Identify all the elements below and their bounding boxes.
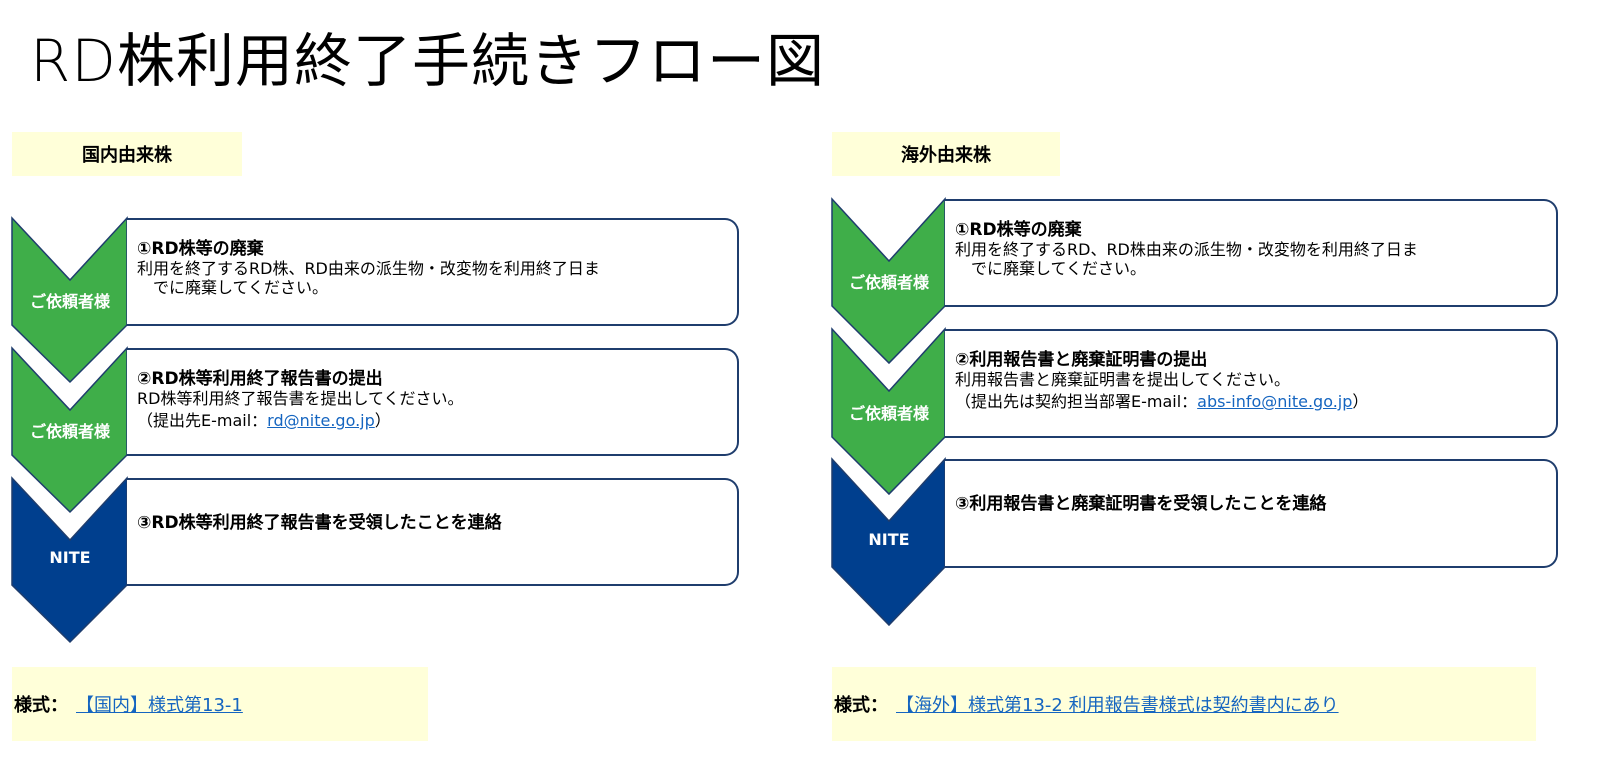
step-text: 利用を終了するRD、RD株由来の派生物・改変物を利用終了日ま — [955, 240, 1418, 259]
domestic-form: 様式： 【国内】様式第13-1 — [12, 667, 428, 741]
step-text: （提出先E-mail： — [137, 411, 268, 430]
actor-label: NITE — [868, 530, 910, 549]
step-text: ） — [374, 411, 391, 430]
form-label: 様式： — [834, 695, 888, 716]
step-text: RD株等利用終了報告書を提出してください。 — [137, 389, 464, 408]
page-title: RD株利用終了手続きフロー図 — [30, 27, 825, 95]
actor-label: ご依頼者様 — [848, 273, 929, 292]
step-box: ②利用報告書と廃棄証明書の提出 利用報告書と廃棄証明書を提出してください。 （提… — [945, 329, 1558, 438]
email-link[interactable]: abs-info@nite.go.jp — [1197, 392, 1353, 411]
form-label: 様式： — [14, 695, 68, 716]
domestic-header: 国内由来株 — [12, 132, 242, 176]
step-heading: ①RD株等の廃棄 — [955, 220, 1082, 240]
step-box: ③RD株等利用終了報告書を受領したことを連絡 — [127, 478, 739, 586]
step-box: ②RD株等利用終了報告書の提出 RD株等利用終了報告書を提出してください。 （提… — [127, 348, 739, 456]
email-link[interactable]: rd@nite.go.jp — [267, 411, 375, 430]
actor-label: NITE — [49, 548, 91, 567]
actor-label: ご依頼者様 — [29, 422, 110, 441]
step-box: ①RD株等の廃棄 利用を終了するRD、RD株由来の派生物・改変物を利用終了日ま … — [945, 199, 1558, 307]
step-text: でに廃棄してください。 — [153, 278, 329, 297]
step-text: 利用報告書と廃棄証明書を提出してください。 — [955, 370, 1291, 389]
step-heading: ①RD株等の廃棄 — [137, 239, 264, 259]
actor-label: ご依頼者様 — [29, 292, 110, 311]
step-heading: ②利用報告書と廃棄証明書の提出 — [955, 350, 1208, 370]
step-text: でに廃棄してください。 — [971, 259, 1147, 278]
step-heading: ②RD株等利用終了報告書の提出 — [137, 369, 383, 389]
actor-label: ご依頼者様 — [848, 404, 929, 423]
step-box: ①RD株等の廃棄 利用を終了するRD株、RD由来の派生物・改変物を利用終了日ま … — [127, 218, 739, 326]
step-box: ③利用報告書と廃棄証明書を受領したことを連絡 — [945, 459, 1558, 568]
step-heading: ③RD株等利用終了報告書を受領したことを連絡 — [137, 513, 502, 533]
overseas-header: 海外由来株 — [832, 132, 1060, 176]
form-link[interactable]: 【海外】様式第13-2 利用報告書様式は契約書内にあり — [896, 695, 1339, 716]
overseas-form: 様式： 【海外】様式第13-2 利用報告書様式は契約書内にあり — [832, 667, 1536, 741]
step-heading: ③利用報告書と廃棄証明書を受領したことを連絡 — [955, 494, 1327, 514]
step-text: 利用を終了するRD株、RD由来の派生物・改変物を利用終了日ま — [137, 259, 600, 278]
step-text: （提出先は契約担当部署E-mail： — [955, 392, 1198, 411]
step-text: ） — [1352, 392, 1369, 411]
form-link[interactable]: 【国内】様式第13-1 — [76, 695, 243, 716]
